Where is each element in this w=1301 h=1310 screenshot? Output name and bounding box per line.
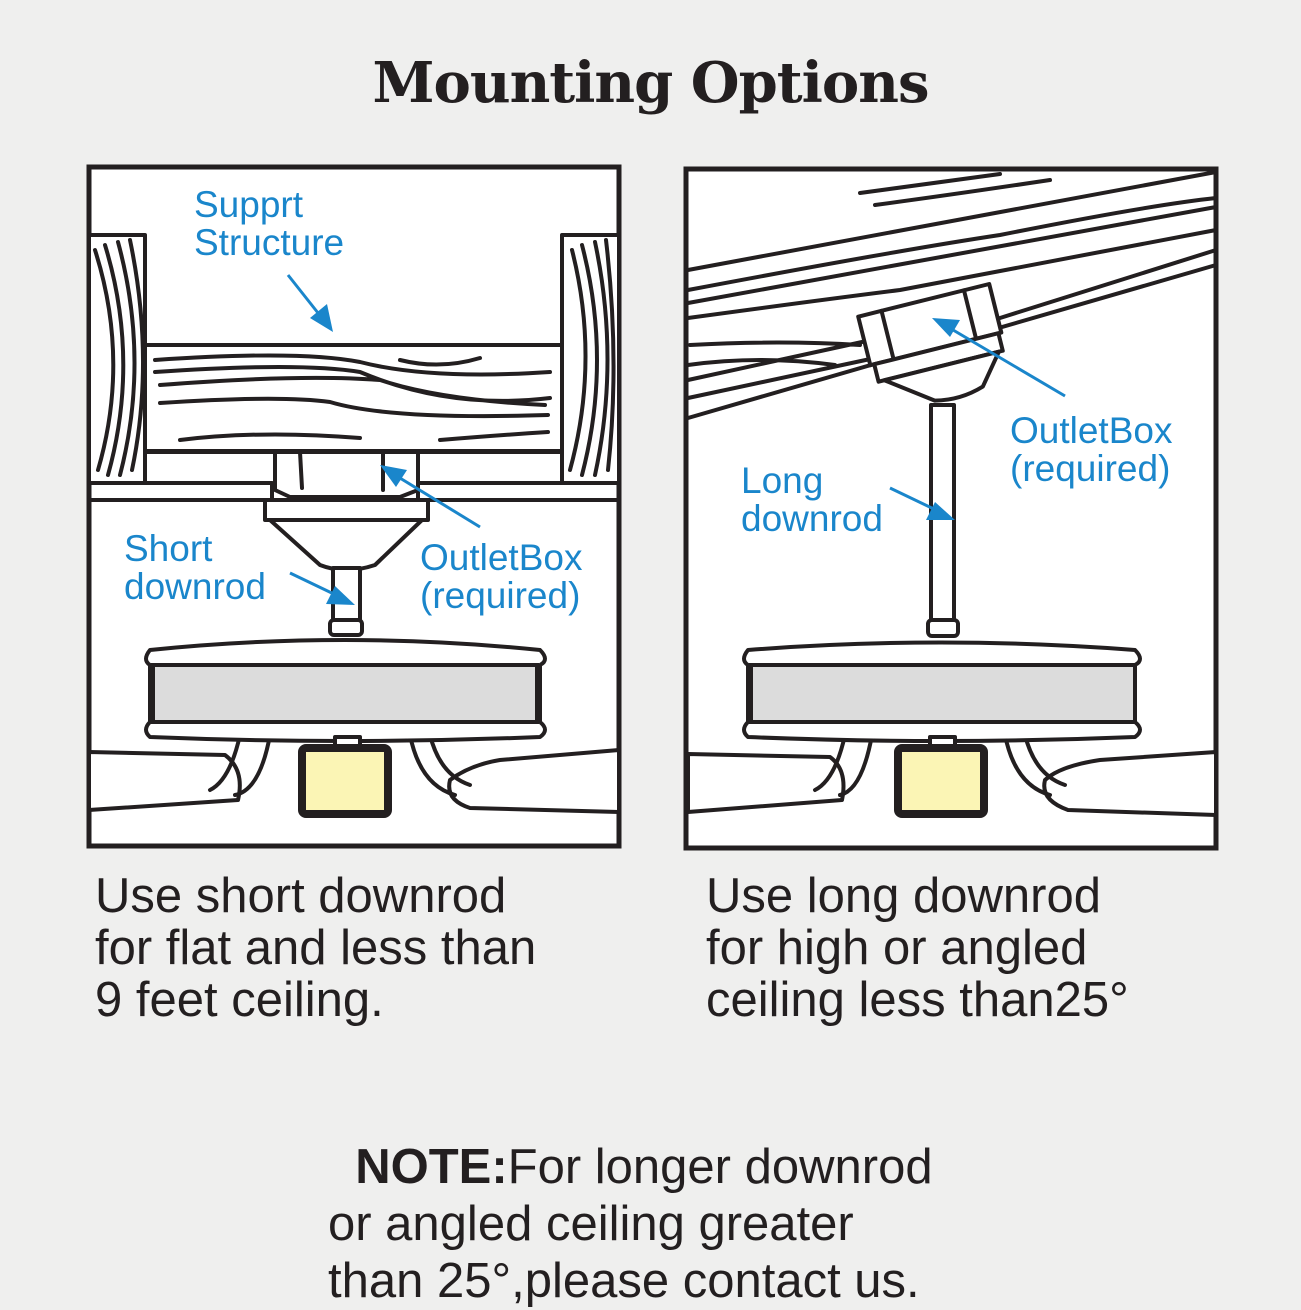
long-downrod-label: Long downrod bbox=[741, 460, 883, 539]
canopy-flange bbox=[263, 498, 430, 522]
left-outlet-box-label: OutletBox (required) bbox=[420, 537, 583, 616]
outlet-box-angled bbox=[856, 282, 1005, 403]
light-kit bbox=[298, 744, 392, 818]
left-caption: Use short downrod for flat and less than… bbox=[95, 869, 537, 1027]
note-prefix: NOTE: bbox=[355, 1140, 508, 1194]
right-panel-illustration bbox=[683, 166, 1219, 851]
right-caption: Use long downrod for high or angled ceil… bbox=[706, 869, 1129, 1027]
fan-blade-right bbox=[447, 748, 621, 814]
fan-blade-left bbox=[87, 750, 242, 812]
note: NOTE:For longer downrod or angled ceilin… bbox=[328, 1082, 933, 1310]
right-outlet-box-label: OutletBox (required) bbox=[1010, 410, 1173, 489]
left-panel-illustration bbox=[86, 164, 622, 849]
page-title: Mounting Options bbox=[372, 50, 930, 116]
fan-blade-right bbox=[1042, 750, 1218, 817]
light-kit bbox=[894, 744, 988, 818]
support-structure-label: Supprt Structure bbox=[194, 184, 345, 263]
short-downrod-label: Short downrod bbox=[124, 528, 266, 607]
note-text: For longer downrod or angled ceiling gre… bbox=[328, 1140, 933, 1308]
fan-blade-left bbox=[686, 752, 846, 814]
